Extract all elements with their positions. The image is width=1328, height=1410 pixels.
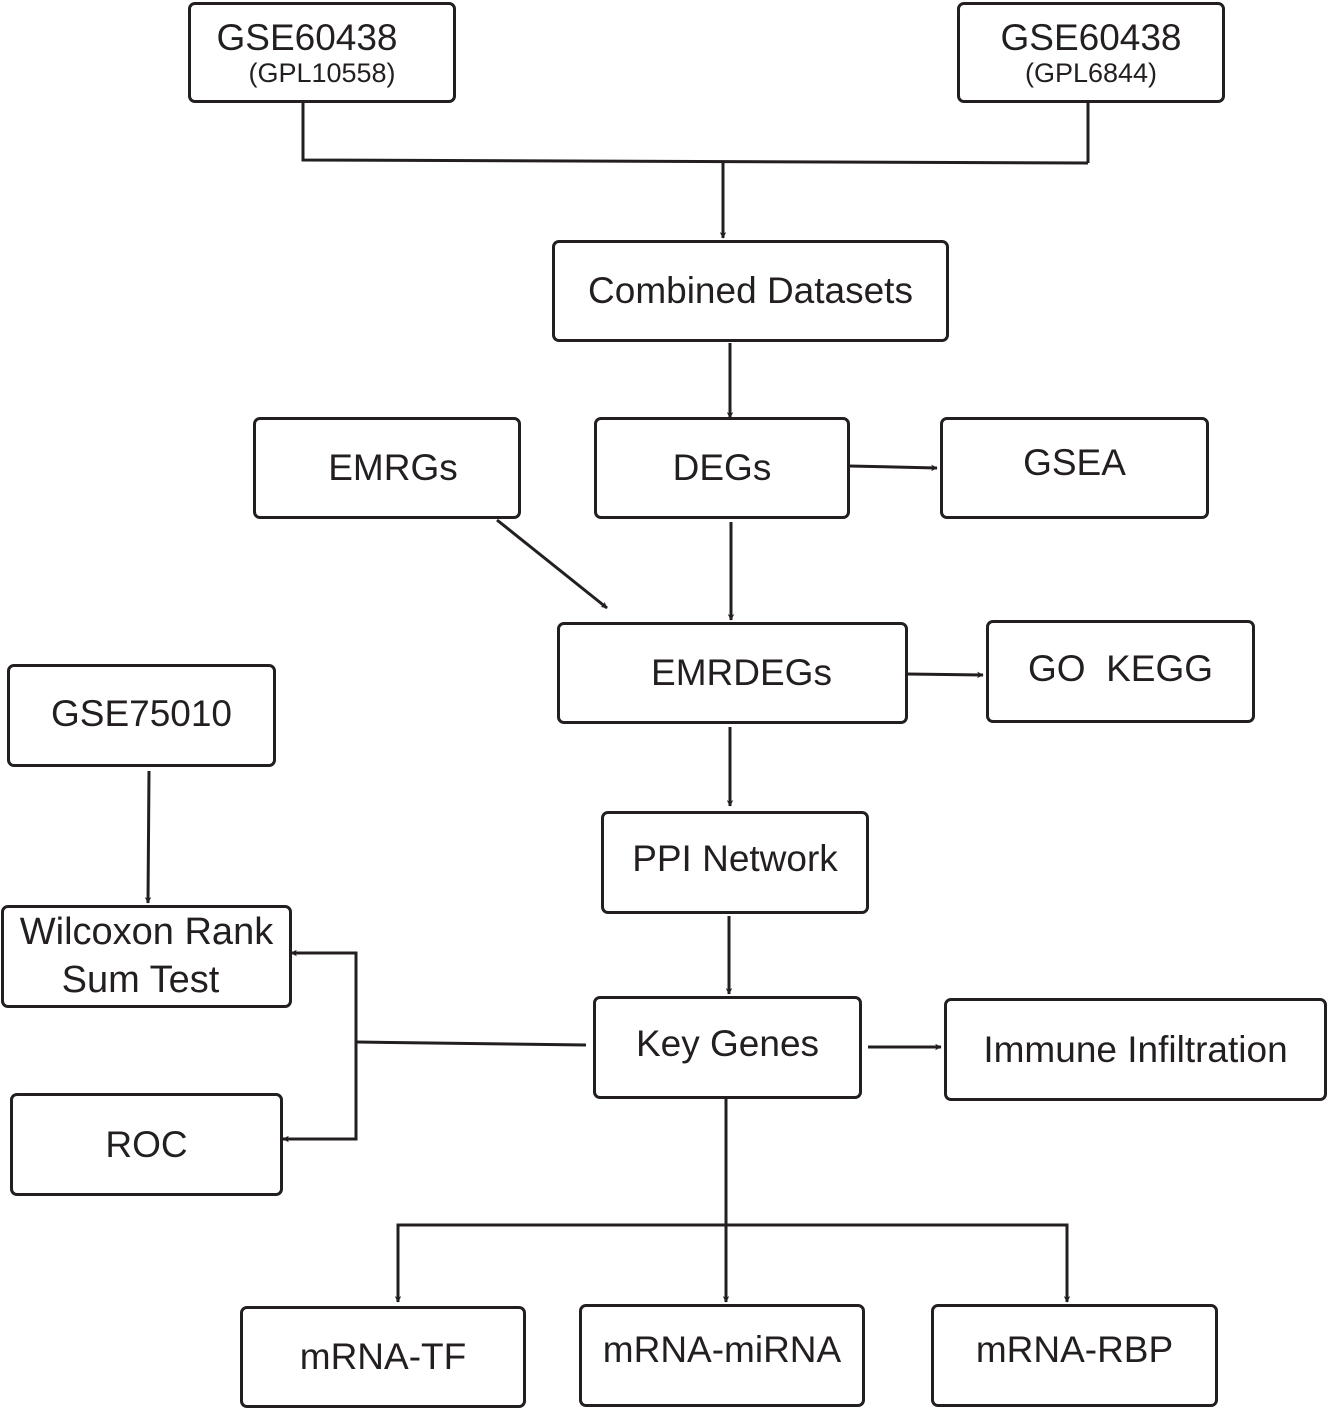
node-title: GSE60438: [216, 16, 398, 58]
node-mrna-rbp: mRNA-RBP: [931, 1304, 1218, 1407]
node-title: GSE60438: [1000, 16, 1182, 58]
node-label: Key Genes: [635, 1022, 820, 1064]
arrow-degs-to-gsea: [848, 464, 938, 472]
node-label: Immune Infiltration: [983, 1028, 1288, 1070]
node-label: EMRDEGs: [651, 652, 832, 694]
node-label: GSE75010: [50, 692, 233, 734]
node-platform: (GPL10558): [248, 58, 396, 89]
node-ppi-network: PPI Network: [601, 811, 869, 914]
node-gse75010: GSE75010: [7, 664, 276, 767]
node-go-kegg: GO KEGG: [986, 620, 1255, 723]
arrow-bus-to-mrna-rbp: [726, 1223, 1071, 1303]
node-emrdegs: EMRDEGs: [557, 622, 908, 724]
node-label: EMRGs: [328, 447, 458, 489]
node-gse60438-gpl10558: GSE60438 (GPL10558): [188, 2, 456, 103]
arrow-emrdegs-to-gokegg: [906, 671, 984, 679]
arrow-left-bus-to-wilcoxon: [290, 949, 358, 1043]
node-immune-infiltration: Immune Infiltration: [944, 998, 1327, 1101]
arrow-emrgs-to-emrdegs: [496, 518, 608, 610]
node-platform: (GPL6844): [1024, 58, 1158, 89]
arrow-left-bus-to-roc: [282, 1043, 358, 1143]
arrow-gse75010-to-wilcoxon: [144, 770, 152, 904]
node-label-line1: Wilcoxon Rank: [19, 911, 274, 953]
node-degs: DEGs: [594, 417, 850, 519]
node-label: GO KEGG: [1027, 647, 1214, 689]
node-key-genes: Key Genes: [593, 996, 862, 1099]
node-label: mRNA-miRNA: [602, 1328, 842, 1370]
node-combined-datasets: Combined Datasets: [552, 240, 949, 342]
arrow-bus-to-mrna-tf: [394, 1223, 726, 1303]
edge-keygenes-to-left-bus: [356, 1040, 587, 1047]
node-gsea: GSEA: [940, 417, 1209, 519]
node-label: GSEA: [1023, 442, 1126, 484]
node-roc: ROC: [10, 1093, 283, 1196]
node-emrgs: EMRGs: [253, 417, 521, 519]
node-label: DEGs: [672, 447, 772, 489]
node-label: mRNA-RBP: [975, 1328, 1174, 1370]
node-gse60438-gpl6844: GSE60438 (GPL6844): [957, 2, 1225, 103]
node-label: PPI Network: [632, 837, 838, 879]
node-mrna-tf: mRNA-TF: [240, 1306, 526, 1408]
node-label: mRNA-TF: [299, 1336, 467, 1378]
node-label-line2: Sum Test: [61, 958, 220, 1001]
edge-gse60438-a-to-merge: [301, 102, 1089, 165]
node-mrna-mirna: mRNA-miRNA: [579, 1304, 865, 1407]
node-label: ROC: [105, 1123, 188, 1165]
node-wilcoxon-rank-sum-test: Wilcoxon Rank Sum Test: [1, 905, 292, 1008]
node-label: Combined Datasets: [588, 270, 913, 312]
